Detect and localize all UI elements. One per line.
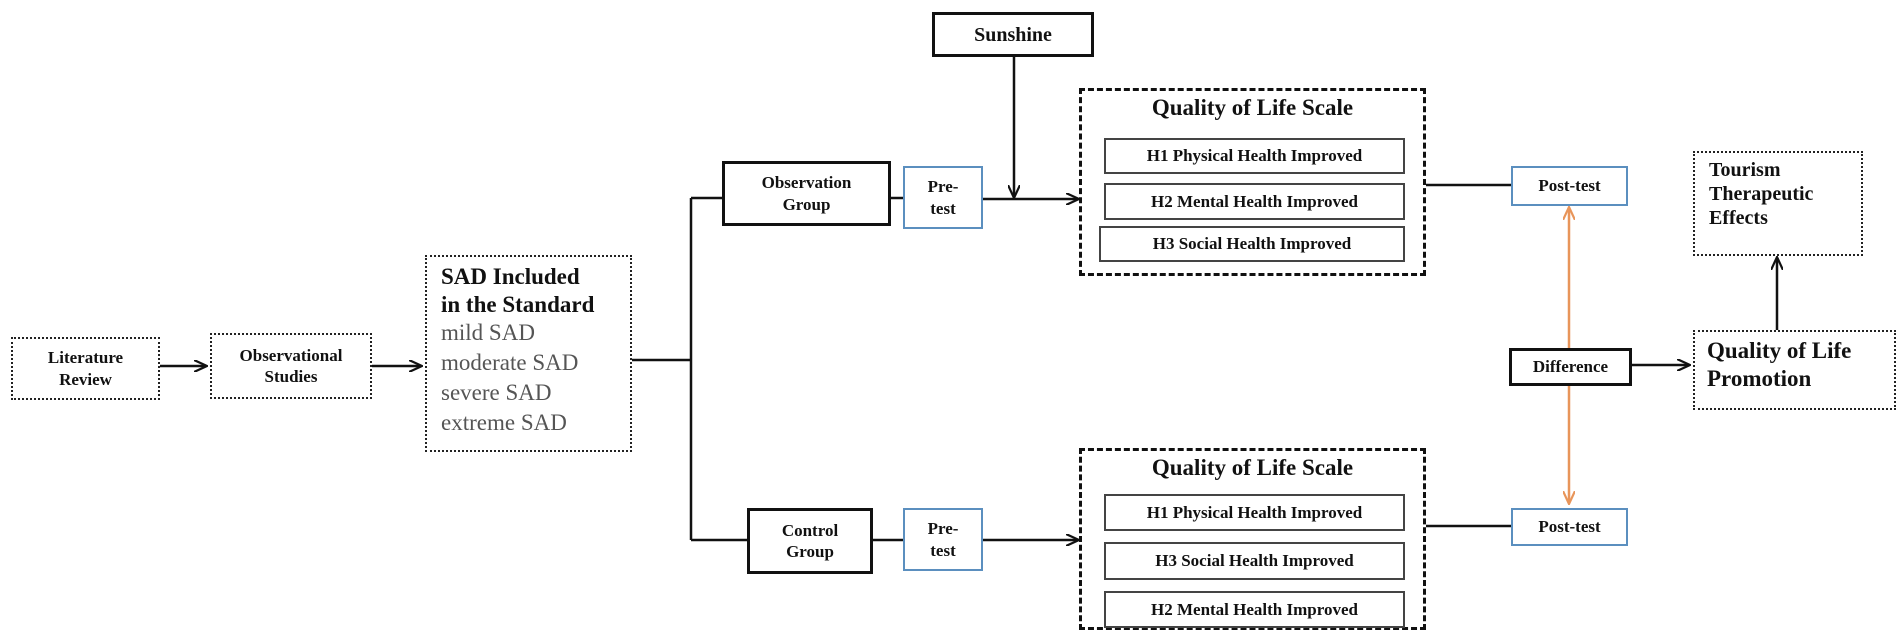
posttest-top-label: Post-test xyxy=(1538,176,1601,196)
observational-line-1: Observational xyxy=(239,345,343,365)
pretest-obs-line-1: Pre- xyxy=(927,177,959,197)
sunshine-label: Sunshine xyxy=(974,23,1052,46)
pretest-ctrl-line-1: Pre- xyxy=(927,519,959,539)
qol-bottom-item-2: H3 Social Health Improved xyxy=(1104,542,1405,580)
sad-standard-box: SAD Included in the Standard mild SAD mo… xyxy=(425,255,632,452)
qol-top-item-3: H3 Social Health Improved xyxy=(1099,226,1405,262)
qol-scale-bottom-box: Quality of Life Scale H1 Physical Health… xyxy=(1079,448,1426,630)
qol-promotion-box: Quality of Life Promotion xyxy=(1693,330,1896,410)
posttest-top-box: Post-test xyxy=(1511,166,1628,206)
posttest-bottom-box: Post-test xyxy=(1511,508,1628,546)
sad-level-extreme: extreme SAD xyxy=(441,409,567,435)
control-line-2: Group xyxy=(786,542,834,561)
difference-label: Difference xyxy=(1532,357,1609,377)
therapeutic-line-3: Effects xyxy=(1709,207,1768,229)
sad-level-mild: mild SAD xyxy=(441,320,535,346)
promotion-line-1: Quality of Life xyxy=(1707,338,1852,363)
qol-top-item-2: H2 Mental Health Improved xyxy=(1104,183,1405,220)
difference-box: Difference xyxy=(1509,348,1632,386)
tourism-therapeutic-box: Tourism Therapeutic Effects xyxy=(1693,151,1863,256)
pretest-ctrl-line-2: test xyxy=(930,540,956,560)
literature-review-box: Literature Review xyxy=(11,337,160,400)
qol-top-title: Quality of Life Scale xyxy=(1151,95,1354,120)
sunshine-box: Sunshine xyxy=(932,12,1094,57)
literature-line-1: Literature xyxy=(47,348,124,368)
pretest-obs-line-2: test xyxy=(930,198,956,218)
qol-bottom-title: Quality of Life Scale xyxy=(1151,455,1354,480)
qol-bottom-item-3: H2 Mental Health Improved xyxy=(1104,591,1405,628)
observational-studies-box: Observational Studies xyxy=(210,333,372,399)
observation-group-box: Observation Group xyxy=(722,161,891,226)
promotion-line-2: Promotion xyxy=(1707,365,1812,391)
control-line-1: Control xyxy=(781,520,839,540)
sad-heading-line-1: SAD Included xyxy=(441,264,580,289)
therapeutic-line-2: Therapeutic xyxy=(1709,183,1814,205)
pretest-observation-box: Pre- test xyxy=(903,166,983,229)
sad-heading-line-2: in the Standard xyxy=(441,291,595,317)
qol-bottom-item-1: H1 Physical Health Improved xyxy=(1104,494,1405,531)
literature-line-2: Review xyxy=(59,369,112,389)
observation-line-1: Observation xyxy=(761,173,852,193)
sad-level-severe: severe SAD xyxy=(441,379,552,405)
pretest-control-box: Pre- test xyxy=(903,508,983,571)
qol-scale-top-box: Quality of Life Scale H1 Physical Health… xyxy=(1079,88,1426,276)
observational-line-2: Studies xyxy=(264,367,318,386)
posttest-bottom-label: Post-test xyxy=(1538,517,1601,537)
qol-top-item-1: H1 Physical Health Improved xyxy=(1104,138,1405,174)
sad-level-moderate: moderate SAD xyxy=(441,350,579,376)
observation-line-2: Group xyxy=(782,194,831,214)
therapeutic-line-1: Tourism xyxy=(1709,159,1781,181)
control-group-box: Control Group xyxy=(747,508,873,574)
